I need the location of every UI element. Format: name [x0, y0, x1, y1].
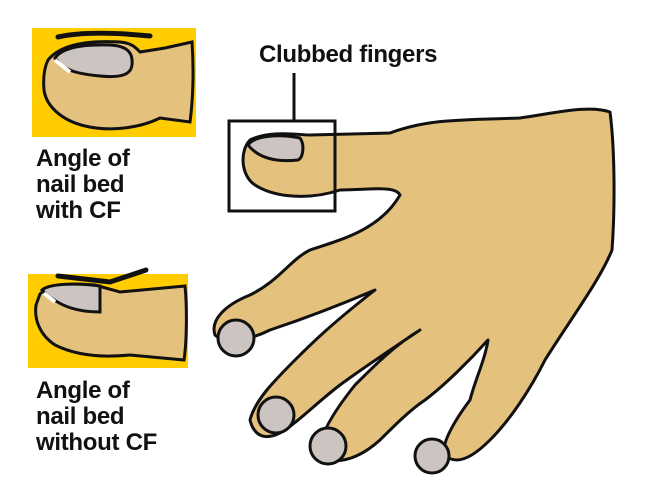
nail-angle-line [55, 267, 149, 285]
hand-illustration [212, 107, 616, 475]
without-cf-label: Angle of nail bed without CF [36, 378, 157, 456]
label-line: nail bed [36, 403, 125, 430]
clubbed-finger-highlight-box [227, 119, 337, 213]
finger-without-cf-panel [28, 267, 188, 368]
nail-icon [246, 134, 305, 163]
label-line: without CF [36, 429, 157, 456]
nail-icon [256, 395, 296, 435]
label-line: nail bed [36, 171, 125, 198]
label-line: Angle of [36, 377, 130, 404]
nail-icon [413, 437, 451, 475]
nail-icon [216, 318, 256, 358]
nail-icon [308, 426, 348, 466]
finger-with-cf-panel [32, 28, 196, 137]
label-line: with CF [36, 197, 121, 224]
diagram-title: Clubbed fingers [259, 41, 438, 68]
nail-angle-line [55, 30, 153, 40]
label-line: Angle of [36, 145, 130, 172]
with-cf-label: Angle of nail bed with CF [36, 146, 130, 224]
